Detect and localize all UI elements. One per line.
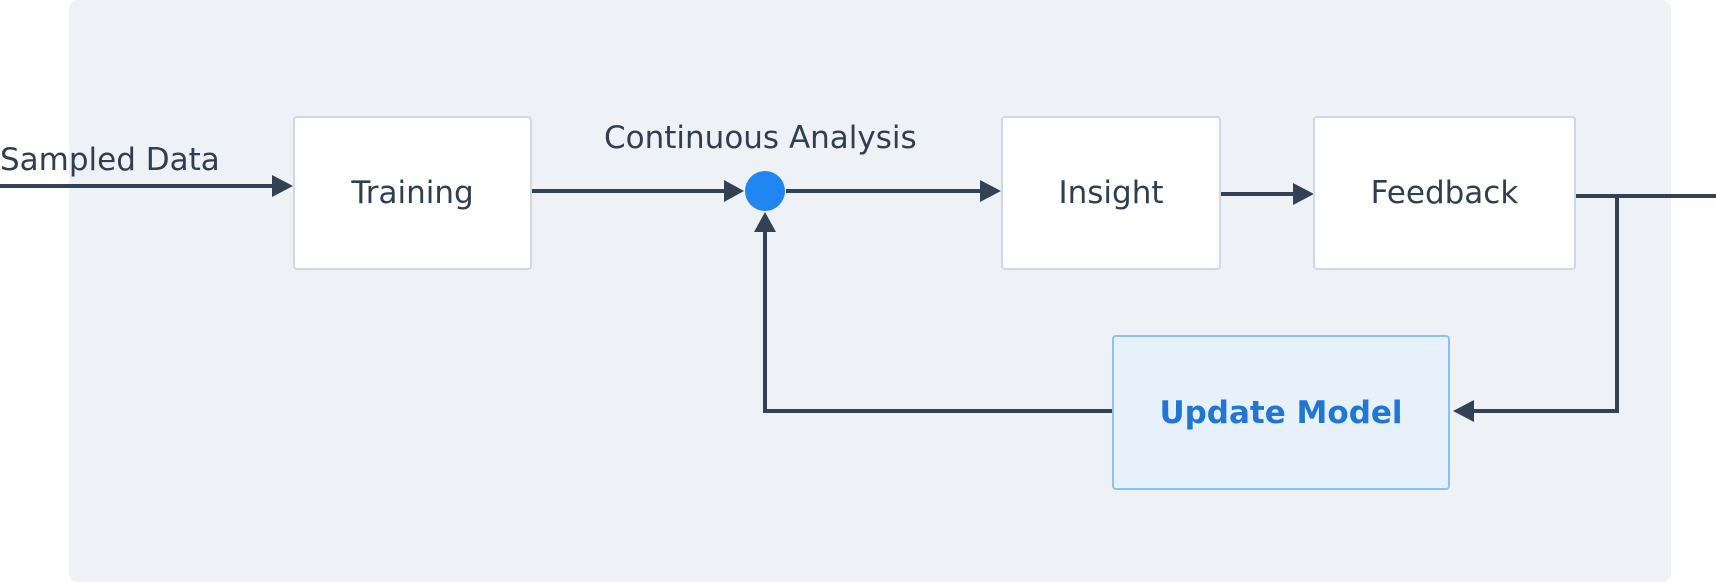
edge-junction-to-insight-head <box>980 180 1001 202</box>
edge-insight-to-feedback-head <box>1293 183 1314 205</box>
insight-node-label: Insight <box>1058 175 1164 211</box>
update-model-node: Update Model <box>1112 335 1450 490</box>
training-node-label: Training <box>351 175 474 211</box>
feedback-node: Feedback <box>1313 116 1576 270</box>
feedback-node-label: Feedback <box>1370 175 1519 211</box>
edge-update-model-to-junction-head <box>754 212 776 232</box>
analysis-junction-node <box>745 171 785 211</box>
edge-feedback-to-update-model-head <box>1453 400 1474 422</box>
junction-label: Continuous Analysis <box>604 120 917 156</box>
edge-feedback-to-update-model <box>1474 196 1619 413</box>
input-label: Sampled Data <box>0 142 220 178</box>
training-node: Training <box>293 116 532 270</box>
edge-training-to-junction-head <box>724 180 744 202</box>
update-model-node-label: Update Model <box>1159 394 1403 431</box>
edge-update-model-to-junction <box>763 232 1113 413</box>
insight-node: Insight <box>1001 116 1221 270</box>
edge-input-to-training-head <box>272 175 293 197</box>
